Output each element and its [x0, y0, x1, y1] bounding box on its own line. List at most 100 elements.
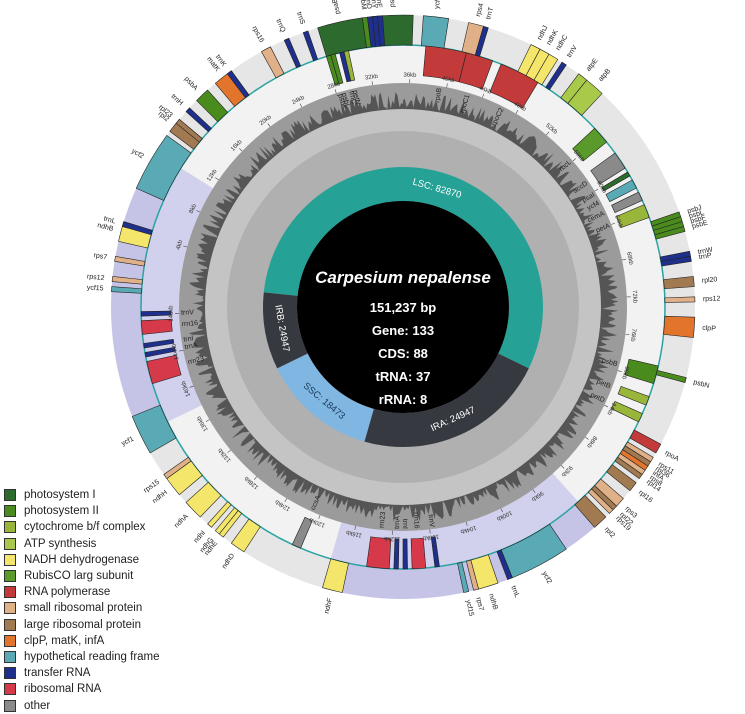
gene-label: rrn16: [412, 512, 420, 529]
gene-label: rpl16: [637, 489, 654, 504]
gene-label: ycf15: [87, 285, 104, 293]
legend-item: transfer RNA: [4, 665, 160, 681]
legend-swatch: [4, 489, 16, 501]
gene-label: trnH: [169, 93, 183, 107]
legend-swatch: [4, 619, 16, 631]
gene-label: rpl20: [702, 276, 718, 284]
legend-item: NADH dehydrogenase: [4, 552, 160, 568]
tick-label: 112kb: [383, 535, 400, 542]
legend-label: NADH dehydrogenase: [24, 554, 139, 566]
legend-item: clpP, matK, infA: [4, 633, 160, 649]
legend-label: cytochrome b/f complex: [24, 521, 145, 533]
legend-swatch: [4, 635, 16, 647]
gene-label: clpP: [702, 325, 716, 333]
legend-swatch: [4, 602, 16, 614]
legend-swatch: [4, 700, 16, 712]
gene-label: rps12: [703, 296, 721, 303]
gene-label: rpoA: [664, 450, 681, 463]
gene-block-rps12: [665, 297, 695, 303]
legend-label: hypothetical reading frame: [24, 651, 160, 663]
tick-label: 72kb: [631, 290, 638, 304]
trna-count: tRNA: 37: [283, 369, 523, 384]
gene-label: ndhA: [173, 513, 190, 530]
cds-count: CDS: 88: [283, 346, 523, 361]
legend-label: ribosomal RNA: [24, 683, 101, 695]
genome-length: 151,237 bp: [283, 300, 523, 315]
legend-swatch: [4, 570, 16, 582]
gene-label: ycf2: [130, 148, 145, 161]
legend-swatch: [4, 683, 16, 695]
gene-label: psaA: [389, 0, 397, 7]
gene-block-ycf3: [421, 16, 448, 49]
rrna-count: rRNA: 8: [283, 392, 523, 407]
gene-block-clpP: [664, 316, 695, 337]
legend-item: other: [4, 697, 160, 713]
gene-count: Gene: 133: [283, 323, 523, 338]
legend: photosystem I photosystem II cytochrome b/…: [4, 487, 160, 714]
gene-label: trnV: [566, 44, 579, 59]
gene-label: psbN: [692, 379, 710, 390]
gene-label: psbA: [183, 76, 199, 93]
gene-label: trnV: [181, 309, 194, 316]
gene-label: ndhD: [221, 552, 236, 570]
legend-item: photosystem I: [4, 487, 160, 503]
gene-label: ycf2: [540, 570, 552, 585]
legend-label: small ribosomal protein: [24, 602, 142, 614]
legend-label: large ribosomal protein: [24, 619, 141, 631]
legend-item: photosystem II: [4, 503, 160, 519]
center-info: Carpesium nepalense 151,237 bp Gene: 133…: [283, 268, 523, 415]
gene-label: rpl2: [603, 526, 616, 539]
gene-label: ndhF: [323, 597, 334, 614]
gene-label: trnL: [509, 585, 520, 599]
gene-block-trnV: [141, 311, 171, 316]
gene-label: trnT: [485, 6, 495, 21]
legend-label: clpP, matK, infA: [24, 635, 104, 647]
gene-label: rps7: [474, 597, 484, 612]
gene-label: trnQ: [274, 18, 286, 34]
legend-swatch: [4, 554, 16, 566]
gene-label: ycf15: [464, 599, 474, 617]
tick-label: 148kb: [168, 305, 174, 322]
legend-swatch: [4, 505, 16, 517]
gene-label: rrn16: [181, 320, 198, 328]
legend-item: RubisCO larg subunit: [4, 568, 160, 584]
gene-label: trnI: [183, 335, 194, 343]
gene-label: rps4: [475, 2, 485, 17]
legend-label: transfer RNA: [24, 667, 90, 679]
legend-swatch: [4, 651, 16, 663]
legend-label: photosystem II: [24, 505, 99, 517]
legend-swatch: [4, 667, 16, 679]
legend-item: hypothetical reading frame: [4, 649, 160, 665]
species-name: Carpesium nepalense: [283, 268, 523, 288]
gene-label: trnE: [375, 0, 383, 9]
legend-item: cytochrome b/f complex: [4, 519, 160, 535]
legend-swatch: [4, 521, 16, 533]
legend-label: RNA polymerase: [24, 586, 110, 598]
legend-item: RNA polymerase: [4, 584, 160, 600]
legend-label: ATP synthesis: [24, 538, 96, 550]
gene-block-rrn16: [411, 538, 426, 569]
gene-label: atpB: [597, 67, 612, 83]
legend-item: ATP synthesis: [4, 536, 160, 552]
gene-label: trnA: [394, 516, 401, 529]
legend-item: small ribosomal protein: [4, 600, 160, 616]
gene-label: ycf1: [120, 436, 135, 448]
legend-label: photosystem I: [24, 489, 96, 501]
legend-item: large ribosomal protein: [4, 617, 160, 633]
gene-label: ndhB: [487, 593, 499, 611]
gene-label: trnI: [401, 519, 408, 529]
gene-block-trnI: [403, 539, 408, 569]
legend-swatch: [4, 586, 16, 598]
legend-swatch: [4, 538, 16, 550]
gene-label: trnP: [698, 252, 712, 261]
gene-block-trnA: [394, 539, 399, 569]
gene-label: atpE: [585, 57, 600, 73]
gene-label: rps7: [93, 252, 108, 261]
gene-label: trnS: [295, 11, 306, 26]
gene-label: psaB: [331, 0, 341, 15]
legend-label: RubisCO larg subunit: [24, 570, 133, 582]
gene-label: rps16: [251, 25, 265, 44]
gene-label: rps12: [87, 273, 105, 282]
legend-label: other: [24, 700, 50, 712]
gene-label: ycf3: [434, 0, 442, 9]
